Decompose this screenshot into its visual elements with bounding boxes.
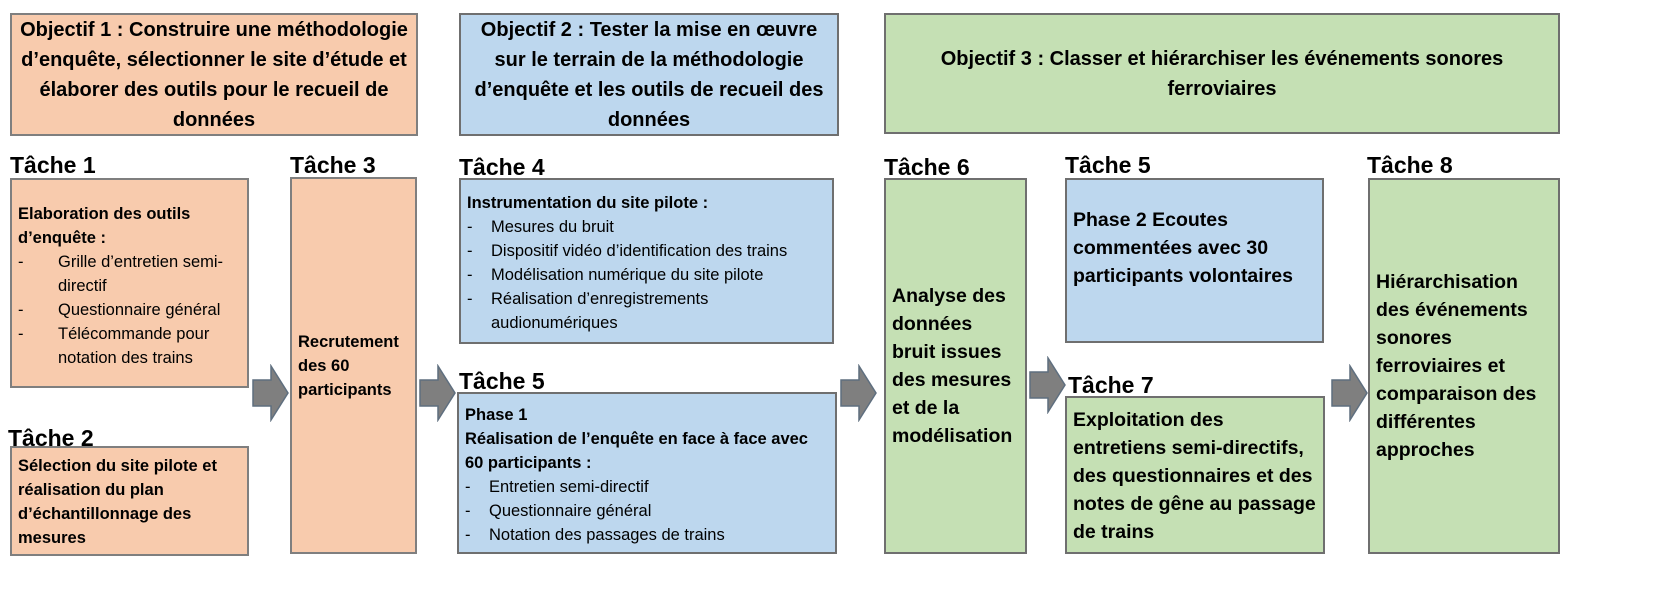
list-item: Modélisation numérique du site pilote: [467, 263, 826, 287]
task-7-text: Exploitation des entretiens semi-directi…: [1073, 409, 1316, 543]
task-5a-title: Tâche 5: [459, 368, 545, 394]
list-item: Réalisation d’enregistrements audionumér…: [467, 287, 826, 335]
task-8-box: Hiérarchisation des événements sonores f…: [1368, 178, 1560, 554]
objective-3: Objectif 3 : Classer et hiérarchiser les…: [884, 13, 1560, 134]
task-1-box: Elaboration des outils d’enquête : Grill…: [10, 178, 249, 388]
list-item: Questionnaire général: [465, 499, 829, 523]
task-4-title: Tâche 4: [459, 154, 545, 180]
task-6-title: Tâche 6: [884, 154, 970, 180]
list-item: Entretien semi-directif: [465, 475, 829, 499]
task-8-title: Tâche 8: [1367, 152, 1453, 178]
task-5a-box: Phase 1 Réalisation de l’enquête en face…: [457, 392, 837, 554]
list-item: Télécommande pour notation des trains: [18, 322, 241, 370]
task-7-box: Exploitation des entretiens semi-directi…: [1065, 396, 1325, 554]
task-3-box: Recrutement des 60 participants: [290, 177, 417, 554]
list-item: Notation des passages de trains: [465, 523, 829, 547]
task-6-box: Analyse des données bruit issues des mes…: [884, 178, 1027, 554]
arrow-right-icon: [840, 364, 877, 422]
task-5b-title: Tâche 5: [1065, 152, 1151, 178]
list-item: Dispositif vidéo d’identification des tr…: [467, 239, 826, 263]
list-item: Questionnaire général: [18, 298, 241, 322]
task-4-list: Mesures du bruit Dispositif vidéo d’iden…: [467, 215, 826, 335]
arrow-right-icon: [419, 364, 456, 422]
task-2-box: Sélection du site pilote et réalisation …: [10, 446, 249, 556]
task-7-title: Tâche 7: [1068, 372, 1154, 398]
arrow-right-icon: [252, 364, 289, 422]
task-5b-text: Phase 2 Ecoutes commentées avec 30 parti…: [1073, 209, 1293, 287]
task-3-title: Tâche 3: [290, 152, 376, 178]
task-4-header: Instrumentation du site pilote :: [467, 194, 709, 212]
task-5a-list: Entretien semi-directif Questionnaire gé…: [465, 475, 829, 547]
objective-2: Objectif 2 : Tester la mise en œuvre sur…: [459, 13, 839, 136]
list-item: Mesures du bruit: [467, 215, 826, 239]
task-5a-phase: Phase 1: [465, 406, 528, 424]
task-3-text: Recrutement des 60 participants: [298, 332, 399, 399]
task-2-text: Sélection du site pilote et réalisation …: [18, 457, 217, 547]
list-item: Grille d’entretien semi-directif: [18, 250, 241, 298]
arrow-right-icon: [1029, 356, 1066, 414]
task-4-box: Instrumentation du site pilote : Mesures…: [459, 178, 834, 344]
arrow-right-icon: [1331, 364, 1368, 422]
task-8-text: Hiérarchisation des événements sonores f…: [1376, 271, 1537, 461]
task-5a-header: Réalisation de l’enquête en face à face …: [465, 430, 808, 472]
task-1-header: Elaboration des outils d’enquête :: [18, 205, 191, 247]
objective-3-text: Objectif 3 : Classer et hiérarchiser les…: [940, 47, 1504, 100]
objective-1: Objectif 1 : Construire une méthodologie…: [10, 13, 418, 136]
task-5b-box: Phase 2 Ecoutes commentées avec 30 parti…: [1065, 178, 1324, 343]
task-1-title: Tâche 1: [10, 152, 96, 178]
objective-1-text: Objectif 1 : Construire une méthodologie…: [20, 18, 408, 131]
task-1-list: Grille d’entretien semi-directif Questio…: [18, 250, 241, 370]
objective-2-text: Objectif 2 : Tester la mise en œuvre sur…: [474, 18, 824, 131]
task-6-text: Analyse des données bruit issues des mes…: [892, 285, 1013, 447]
